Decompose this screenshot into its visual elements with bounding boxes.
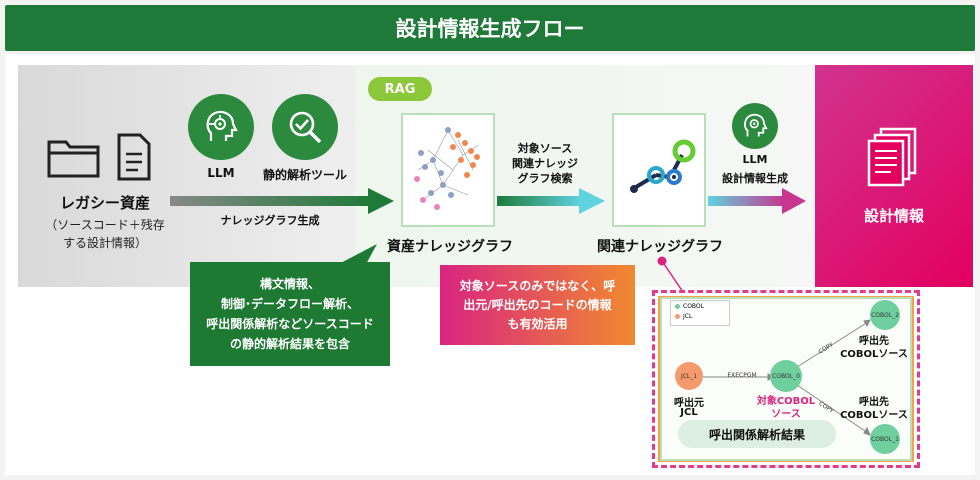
static-tool-label: 静的解析ツール (262, 168, 347, 182)
detail-edges (703, 319, 871, 436)
node-cobol-1: COBOL_1 (870, 424, 900, 454)
arrow-graph-generation-label: ナレッジグラフ生成 (220, 214, 320, 227)
green-callout: 構文情報、 制御･データフロー解析、 呼出関係解析などソースコード の静的解析結… (190, 262, 390, 366)
document-stack-icon (867, 127, 917, 187)
output-box: 設計情報 (815, 65, 973, 287)
graph-search-label-2: 関連ナレッジ (512, 157, 578, 170)
rag-tag: RAG (368, 77, 432, 101)
magenta-callout-line-3: も有効活用 (507, 316, 568, 331)
legacy-subtitle-2: する設計情報） (62, 236, 147, 250)
arrow-design-generation (708, 188, 806, 214)
legend-cobol-label: COBOL (683, 303, 704, 310)
detail-connector (657, 256, 684, 293)
folder-icon (47, 140, 100, 178)
legacy-title: レガシー資産 (59, 194, 150, 212)
green-callout-line-3: 呼出関係解析などソースコード (206, 317, 374, 331)
callee-top-label-2: COBOLソース (840, 349, 908, 360)
call-analysis-result-pill: 呼出関係解析結果 (678, 420, 836, 448)
green-callout-pointer (335, 244, 377, 266)
ai-head-icon (206, 110, 238, 141)
legend-cobol-marker (675, 304, 680, 309)
green-callout-line-2: 制御･データフロー解析、 (220, 297, 359, 311)
node-cobol-2: COBOL_2 (870, 300, 900, 330)
detail-legend: COBOL JCL (670, 300, 730, 326)
graph-search-label-1: 対象ソース (517, 142, 573, 155)
graph-search-label-3: グラフ検索 (517, 172, 573, 185)
node-jcl: JCL_1 (675, 362, 703, 390)
green-callout-line-1: 構文情報、 (259, 277, 320, 291)
gen-llm-icon-circle (732, 103, 778, 149)
target-label-1: 対象COBOL (756, 396, 816, 407)
chain-graph-icon (630, 139, 696, 193)
network-graph-image (414, 127, 480, 210)
caller-label-1: 呼出元 (674, 398, 704, 409)
node-cobol-0: COBOL_0 (770, 360, 802, 392)
page-title: 設計情報生成フロー (5, 5, 975, 51)
green-callout-line-4: の静的解析結果を包含 (229, 337, 350, 351)
ai-head-icon-small (744, 113, 768, 137)
legend-jcl-label: JCL (683, 313, 693, 320)
asset-graph-label: 資産ナレッジグラフ (387, 239, 513, 255)
output-label: 設計情報 (863, 207, 924, 225)
magenta-callout-line-2: 出元/呼出先のコードの情報 (463, 297, 612, 312)
arrow-graph-generation (170, 188, 394, 214)
asset-graph-card (401, 113, 495, 227)
caller-label-2: JCL (680, 407, 698, 418)
file-icon (117, 133, 151, 181)
gen-label: 設計情報生成 (722, 172, 788, 185)
legacy-subtitle-1: （ソースコード＋残存 (45, 218, 165, 232)
edge-exec-label: EXECPGM (727, 372, 757, 379)
magenta-callout: 対象ソースのみではなく、呼 出元/呼出先のコードの情報 も有効活用 (440, 265, 635, 345)
arrow-graph-search (497, 188, 605, 214)
llm-icon-circle (188, 94, 254, 160)
magnifier-check-icon (289, 111, 322, 144)
magenta-callout-line-1: 対象ソースのみではなく、呼 (459, 278, 616, 293)
target-label-2: ソース (771, 409, 801, 420)
legend-jcl-marker (675, 314, 680, 319)
static-analysis-icon-circle (272, 94, 338, 160)
related-graph-card (612, 113, 706, 227)
callee-top-label-1: 呼出先 (859, 336, 889, 347)
llm-label: LLM (207, 166, 235, 180)
gen-llm-label: LLM (742, 153, 768, 166)
callee-bottom-label-2: COBOLソース (840, 410, 908, 421)
related-graph-label: 関連ナレッジグラフ (597, 239, 723, 255)
callee-bottom-label-1: 呼出先 (859, 397, 889, 408)
